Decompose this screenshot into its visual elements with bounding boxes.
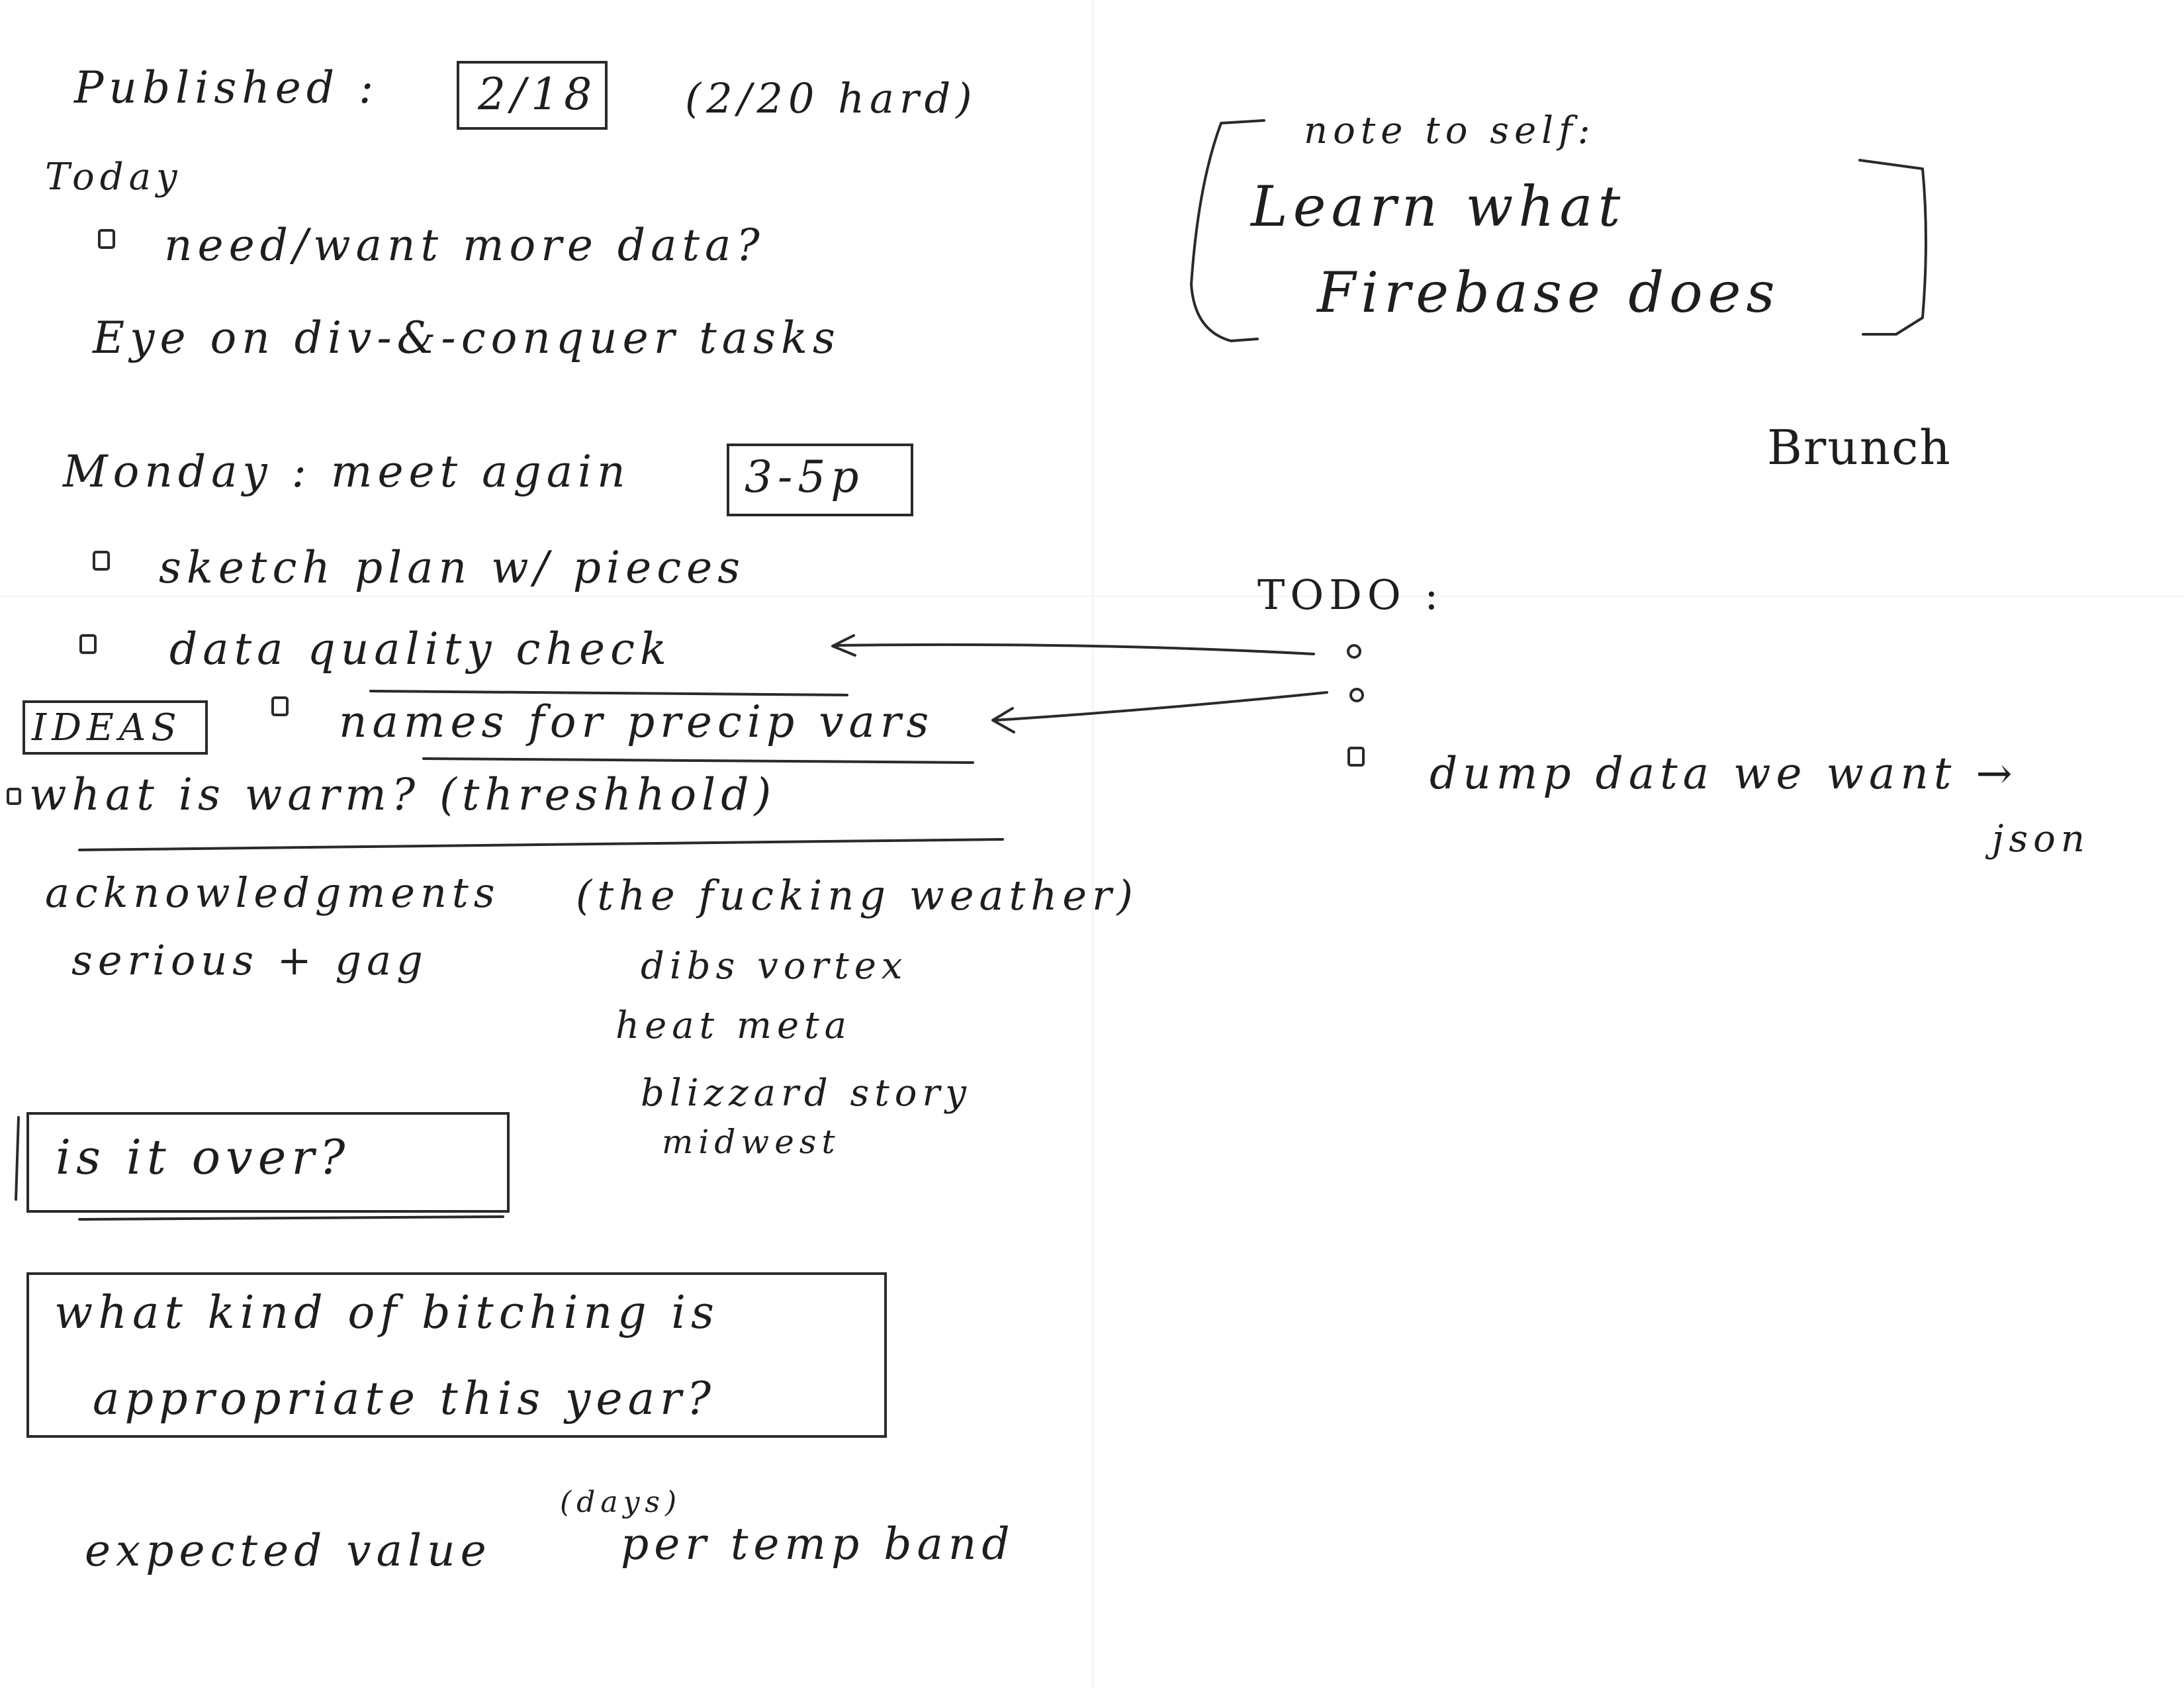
topic: heat meta: [615, 1004, 852, 1047]
topic: blizzard story: [641, 1072, 972, 1115]
note-line: Firebase does: [1317, 260, 1780, 325]
arrow-head-icon: [831, 634, 856, 657]
today-item: Eye on div-&-conquer tasks: [93, 312, 841, 363]
monday-item: names for precip vars: [339, 696, 934, 747]
topic: midwest: [662, 1123, 841, 1161]
arrow-line: [995, 691, 1328, 722]
today-heading: Today: [45, 156, 183, 199]
bitching-box: [26, 1272, 887, 1438]
warm-item: what is warm? (threshhold): [29, 769, 777, 820]
checkbox-icon: [98, 229, 115, 249]
bullet-icon: [1349, 688, 1364, 702]
meeting-time: 3-5p: [745, 451, 864, 502]
acknowledgements-aside: (the fucking weather): [576, 871, 1138, 919]
note-lead: note to self:: [1304, 109, 1596, 152]
checkbox-icon: [271, 696, 289, 716]
serious-gag: serious + gag: [71, 936, 428, 984]
acknowledgements: acknowledgments: [45, 868, 500, 917]
meeting-time-box: [727, 444, 913, 516]
published-date: 2/18: [478, 69, 598, 120]
underline: [369, 690, 848, 696]
fold-line-horizontal: [0, 596, 2184, 597]
todo-item: dump data we want →: [1430, 748, 2018, 799]
is-it-over: is it over?: [56, 1129, 351, 1185]
box-accent: [15, 1116, 20, 1201]
expected-value-prefix: expected value: [85, 1525, 492, 1576]
todo-heading: TODO :: [1257, 571, 1444, 619]
note-line: Learn what: [1251, 174, 1626, 239]
right-bracket: [1858, 159, 1927, 336]
ideas-tag-box: [23, 700, 208, 755]
box-accent: [78, 1215, 504, 1221]
published-label: Published :: [74, 62, 379, 113]
monday-label: Monday : meet again: [63, 446, 631, 497]
separator-line: [78, 838, 1004, 851]
is-it-over-box: [26, 1112, 510, 1213]
brunch-label: Brunch: [1767, 420, 1952, 475]
arrow-head-icon: [991, 707, 1015, 733]
fold-line-vertical: [1092, 0, 1093, 1688]
published-date-box: [457, 61, 608, 130]
expected-value-suffix: per temp band: [621, 1519, 1015, 1570]
today-item: need/want more data?: [164, 220, 765, 271]
topic: dibs vortex: [641, 945, 908, 988]
monday-item: data quality check: [169, 624, 672, 675]
checkbox-icon: [93, 551, 110, 571]
checkbox-icon: [1347, 747, 1365, 767]
bitching-line: appropriate this year?: [93, 1373, 717, 1425]
hard-date: (2/20 hard): [685, 74, 978, 122]
checkbox-icon: [79, 634, 97, 654]
bullet-icon: [1347, 644, 1361, 659]
ideas-tag: IDEAS: [32, 706, 182, 749]
todo-item: json: [1992, 818, 2090, 861]
underline: [422, 757, 974, 764]
bitching-line: what kind of bitching is: [54, 1287, 719, 1339]
expected-value-superscript: (days): [560, 1485, 682, 1519]
checkbox-icon: [7, 788, 21, 805]
monday-item: sketch plan w/ pieces: [159, 542, 746, 593]
left-bracket: [1190, 119, 1265, 342]
arrow-line: [833, 643, 1315, 655]
